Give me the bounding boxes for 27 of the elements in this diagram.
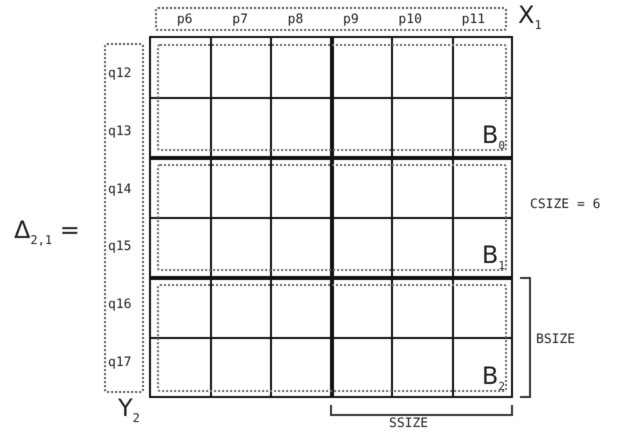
dimension-label: CSIZE = 6 [530, 198, 600, 211]
block-outline [157, 44, 507, 151]
block-label: B$_{2}$ [482, 364, 505, 392]
column-index: p6 [176, 12, 194, 26]
dimension-label: BSIZE [536, 333, 576, 346]
block-outline [157, 164, 507, 271]
axis-symbol: X$_{1}$ [518, 3, 542, 31]
row-index: q16 [107, 298, 132, 311]
matrix-symbol: Δ$_{2,1}$ = [14, 218, 80, 246]
block-label: B$_{0}$ [482, 123, 505, 151]
column-index: p10 [397, 12, 423, 26]
row-index: q17 [107, 356, 132, 369]
column-index-band [155, 7, 507, 31]
column-index: p9 [342, 12, 360, 26]
row-index: q13 [107, 124, 132, 138]
row-index: q15 [107, 240, 132, 254]
row-index-band [104, 43, 144, 393]
column-index: p8 [286, 12, 304, 26]
block-label: B$_{1}$ [482, 243, 505, 271]
row-index: q12 [107, 67, 132, 80]
dimension-label: SSIZE [389, 417, 428, 430]
column-index: p7 [231, 12, 249, 26]
row-index: q14 [107, 182, 132, 196]
block-outline [157, 284, 507, 392]
column-index: p11 [460, 12, 486, 26]
axis-symbol: Y$_{2}$ [118, 396, 140, 424]
matrix-grid [149, 36, 513, 398]
